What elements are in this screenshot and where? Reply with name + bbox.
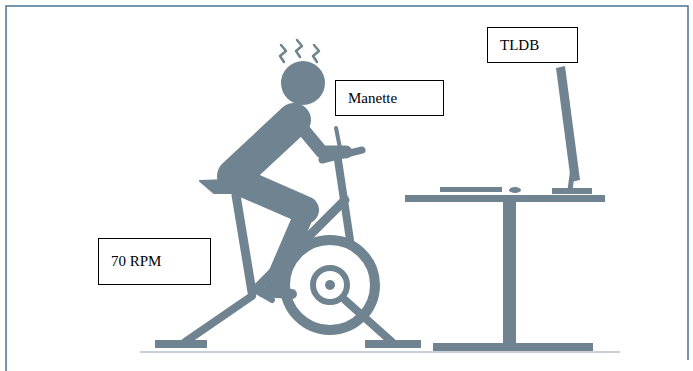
hand-controller [336,128,340,148]
label-box: 70 RPM [98,238,211,285]
floor-line [140,351,620,353]
rider-foot [262,292,292,294]
stress-mark [313,45,319,62]
monitor-screen [556,66,580,182]
stress-mark [280,45,286,62]
stress-mark [296,40,302,57]
bike-rear-foot [155,340,207,348]
keyboard [440,187,502,192]
box-label: Manette [348,90,397,107]
flywheel-ring [313,268,347,302]
flywheel [285,240,375,330]
rider-torso [234,120,294,176]
bike-rear-leg [185,296,252,342]
flywheel-hub [325,280,335,290]
desk-foot [433,343,593,351]
monitor [552,66,592,194]
handlebar-post [338,160,350,240]
label-box: Manette [335,80,444,116]
box-label: 70 RPM [111,253,161,270]
desk [405,187,605,351]
rider-shin [274,212,305,284]
monitor-neck [570,160,574,190]
rider [234,40,346,294]
down-tube [255,200,345,290]
desk-top [405,195,605,202]
seat-post [236,195,252,292]
mouse [509,187,521,193]
label-box: TLDB [487,27,578,63]
desk-leg [503,202,516,344]
monitor-base [552,188,592,194]
rider-head [281,61,325,105]
figure-frame [6,6,688,371]
box-label: TLDB [500,37,539,54]
rider-thigh [236,180,305,210]
rider-arm [297,122,346,152]
